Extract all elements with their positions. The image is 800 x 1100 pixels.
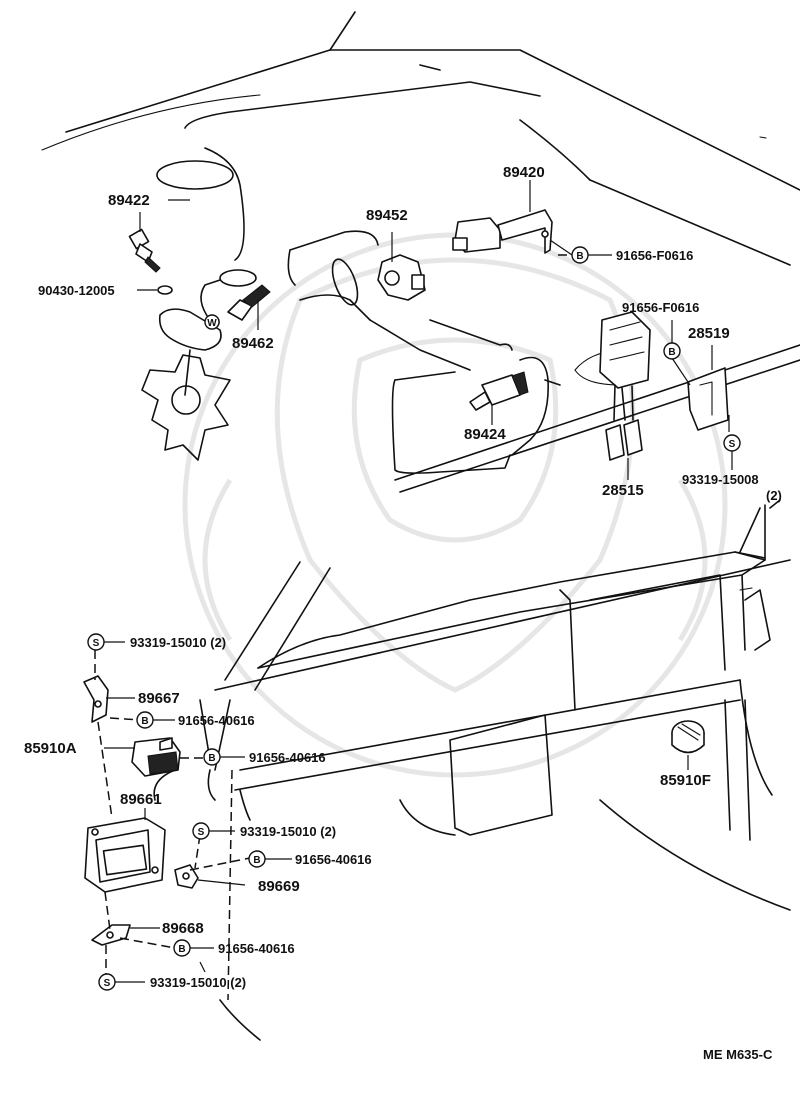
label-91656-40616-d: 91656-40616 <box>218 941 295 956</box>
bolt-symbol-letter: B <box>576 251 583 262</box>
label-89462: 89462 <box>232 335 274 352</box>
label-leaders <box>104 199 733 983</box>
screw-symbol: S <box>87 633 105 651</box>
label-89452: 89452 <box>366 207 408 224</box>
part-labels: 89422 90430-12005 89462 89452 89420 9165… <box>24 164 782 1062</box>
bolt-symbol: B <box>203 748 221 766</box>
screw-symbol: S <box>723 434 741 452</box>
bolt-symbol-letter: B <box>668 347 675 358</box>
part-89668-bracket <box>91 924 160 946</box>
label-93319-15010-a: 93319-15010 (2) <box>130 635 226 650</box>
bolt-symbol: B <box>136 711 154 729</box>
instrument-panel <box>153 499 791 1041</box>
part-85910A-sensor <box>104 737 181 777</box>
label-89668: 89668 <box>162 920 204 937</box>
label-93319-15008: 93319-15008 <box>682 472 759 487</box>
bolt-symbol: B <box>173 939 191 957</box>
part-89422-sensor <box>128 212 161 273</box>
label-91656-40616-c: 91656-40616 <box>295 852 372 867</box>
bolt-symbol-letter: B <box>141 716 148 727</box>
screw-symbol-letter: S <box>729 439 736 450</box>
part-89420-sensor <box>452 180 573 256</box>
part-90430-washer <box>137 285 173 295</box>
part-89669-bracket <box>174 864 246 889</box>
label-91656-F0616-a: 91656-F0616 <box>616 248 693 263</box>
bolt-symbol-letter: B <box>208 753 215 764</box>
part-85910F-sensor <box>671 720 705 770</box>
label-28515: 28515 <box>602 482 644 499</box>
screw-symbol-letter: S <box>104 978 111 989</box>
bolt-symbol-letter: B <box>178 944 185 955</box>
bolt-symbol-letter: B <box>253 855 260 866</box>
part-89661-ecu <box>84 808 166 893</box>
label-89424: 89424 <box>464 426 506 443</box>
part-89452-tps <box>377 232 426 301</box>
bolt-symbol: B <box>571 246 589 264</box>
label-93319-15010-c: 93319-15010 (2) <box>150 975 246 990</box>
label-28519: 28519 <box>688 325 730 342</box>
bolt-symbol: B <box>248 850 266 868</box>
screw-symbol-letter: S <box>198 827 205 838</box>
radiator-fan <box>141 269 257 461</box>
part-89667-bracket <box>83 675 135 723</box>
screw-symbol: S <box>98 973 116 991</box>
label-89420: 89420 <box>503 164 545 181</box>
label-91656-40616-a: 91656-40616 <box>178 713 255 728</box>
bolt-symbol: B <box>663 342 681 360</box>
label-91656-F0616-b: 91656-F0616 <box>622 300 699 315</box>
label-85910F: 85910F <box>660 772 711 789</box>
diagram-code: ME M635-C <box>703 1047 773 1062</box>
label-90430-12005: 90430-12005 <box>38 283 115 298</box>
label-93319-15008-qty: (2) <box>766 488 782 503</box>
label-93319-15010-b: 93319-15010 (2) <box>240 824 336 839</box>
screw-symbol-letter: S <box>93 638 100 649</box>
label-89669: 89669 <box>258 878 300 895</box>
washer-symbol-letter: W <box>207 318 217 329</box>
part-28519-relay <box>599 311 730 461</box>
label-85910A: 85910A <box>24 740 77 757</box>
watermark-emblem <box>182 232 728 778</box>
part-89424-sensor <box>469 371 529 425</box>
label-89667: 89667 <box>138 690 180 707</box>
intake-hose <box>287 230 561 474</box>
washer-symbol: W <box>204 314 220 330</box>
mounting-lines <box>94 254 572 1001</box>
label-91656-40616-b: 91656-40616 <box>249 750 326 765</box>
label-89661: 89661 <box>120 791 162 808</box>
label-89422: 89422 <box>108 192 150 209</box>
screw-symbol: S <box>192 822 210 840</box>
